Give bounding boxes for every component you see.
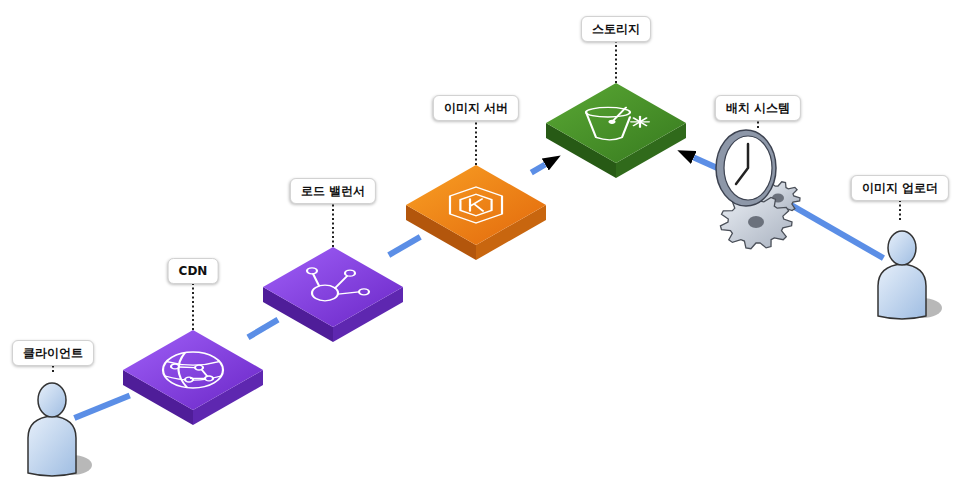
batch-clock-gears [716,130,800,249]
node-shape [22,372,94,477]
node-label: 스토리지 [581,16,651,42]
service-tile: 스토리지 [546,83,686,178]
cdn-icon [163,352,223,388]
connector-line [248,320,278,338]
leader-line [757,121,759,128]
lb-icon [307,268,369,301]
leader-line [615,42,617,83]
leader-line [899,201,901,220]
node-shape [123,330,263,425]
person-figure [28,383,92,476]
node-label: 이미지 서버 [433,95,519,121]
node-label: 클라이언트 [12,340,94,366]
iso-tile [263,247,403,342]
node-shape [263,247,403,342]
node-shape [872,220,944,320]
person-figure [878,231,942,319]
storage-icon [586,107,649,139]
connector-line [788,203,883,258]
node-label: 로드 밸런서 [290,178,376,204]
leader-line [475,121,477,165]
service-tile: 로드 밸런서 [263,247,403,342]
node-label: 배치 시스템 [715,95,801,121]
connector-line [74,396,129,418]
leader-line [332,204,334,247]
node-shape [546,83,686,178]
node-label: 이미지 업로더 [851,175,949,201]
iso-tile [406,165,546,260]
connector-line [389,237,420,255]
iso-tile [546,83,686,178]
server-icon [450,187,502,223]
leader-line [52,366,54,372]
user-figure: 클라이언트 [22,372,94,477]
user-figure: 이미지 업로더 [872,220,944,320]
service-tile: CDN [123,330,263,425]
connector-line [531,164,545,172]
node-shape [406,165,546,260]
iso-tile [123,330,263,425]
node-label: CDN [168,258,219,284]
service-tile: 이미지 서버 [406,165,546,260]
batch-icon: 배치 시스템 [712,128,804,248]
node-shape [712,128,804,248]
leader-line [192,284,194,330]
